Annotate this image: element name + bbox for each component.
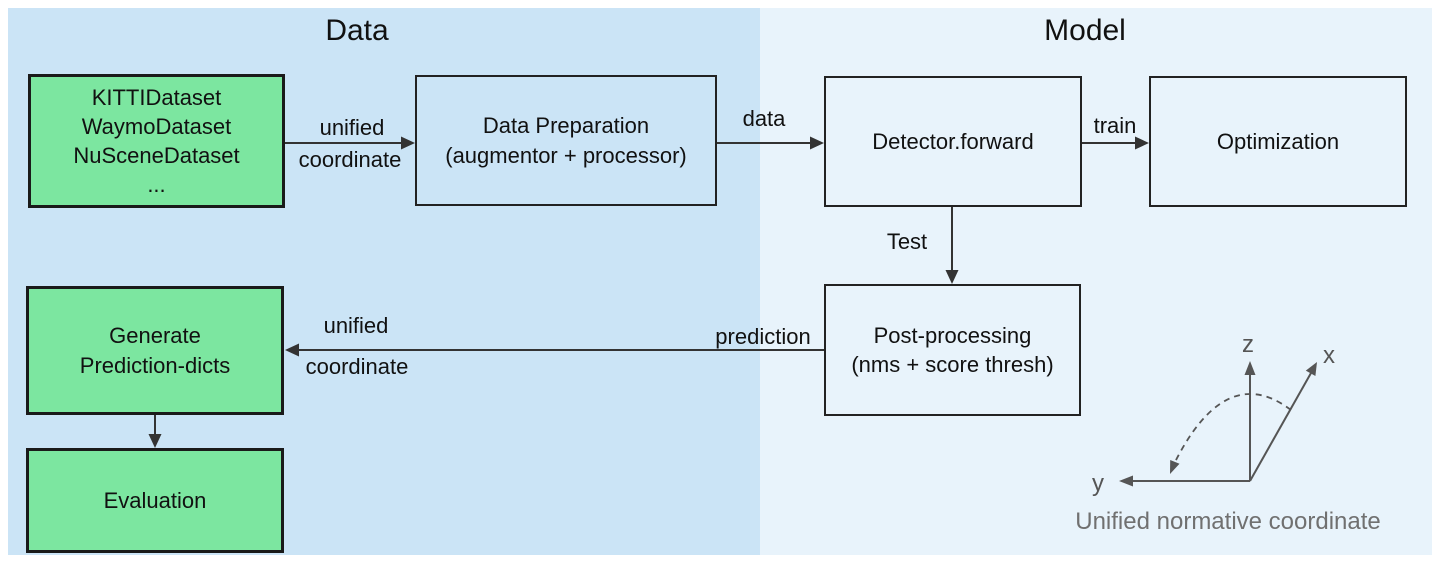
node-evaluation-label: Evaluation — [103, 487, 207, 513]
node-datasets-label: KITTIDataset WaymoDataset NuSceneDataset… — [73, 84, 240, 198]
edge-label-coordinate-bottom: coordinate — [305, 354, 409, 379]
model-section-title: Model — [1044, 14, 1126, 47]
edge-label-test: Test — [886, 229, 928, 254]
node-data-preparation-label: Data Preparation (augmentor + processor) — [445, 113, 687, 168]
node-optimization: Optimization — [1149, 76, 1407, 207]
node-optimization-label: Optimization — [1216, 128, 1340, 154]
node-data-preparation: Data Preparation (augmentor + processor) — [415, 75, 717, 206]
edge-label-train: train — [1093, 113, 1137, 138]
coordinate-figure-caption: Unified normative coordinate — [1075, 508, 1381, 535]
node-detector-forward: Detector.forward — [824, 76, 1082, 207]
edge-label-prediction: prediction — [715, 324, 811, 349]
edge-label-unified-bottom: unified — [323, 313, 389, 338]
node-post-processing: Post-processing (nms + score thresh) — [824, 284, 1081, 416]
edge-label-data: data — [742, 106, 786, 131]
edge-label-coordinate-top: coordinate — [298, 147, 402, 172]
data-section-title: Data — [325, 14, 389, 47]
node-datasets: KITTIDataset WaymoDataset NuSceneDataset… — [28, 74, 285, 208]
node-post-processing-label: Post-processing (nms + score thresh) — [851, 322, 1054, 377]
edge-label-unified-top: unified — [319, 115, 385, 140]
node-generate-prediction-dicts: Generate Prediction-dicts — [26, 286, 284, 415]
node-detector-forward-label: Detector.forward — [872, 128, 1034, 154]
node-generate-prediction-dicts-label: Generate Prediction-dicts — [79, 323, 231, 378]
node-evaluation: Evaluation — [26, 448, 284, 553]
